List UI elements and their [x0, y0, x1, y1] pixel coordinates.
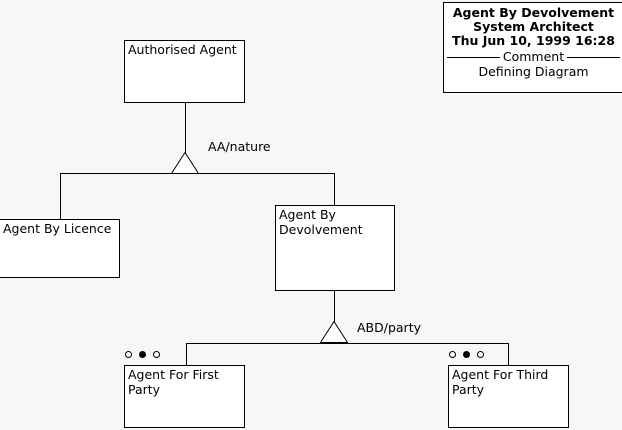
separator-rule-right — [567, 56, 620, 58]
node-agent-by-licence-label: Agent By Licence — [3, 221, 112, 236]
generalization-triangle-abd-party — [320, 321, 348, 343]
marker-filled-center-third-party — [463, 351, 470, 358]
edge-agent-by-devolvement-to-generalization — [334, 291, 335, 322]
edge-drop-agent-by-devolvement — [334, 173, 335, 205]
separator-caption: Comment — [502, 49, 565, 64]
node-agent-by-devolvement[interactable]: Agent By Devolvement — [275, 205, 395, 291]
node-authorised-agent[interactable]: Authorised Agent — [124, 40, 245, 103]
association-label-abd-party: ABD/party — [357, 320, 421, 335]
title-block-comment: Defining Diagram — [478, 64, 589, 79]
node-agent-for-third-party-label: Agent For Third Party — [452, 367, 549, 397]
marker-hollow-right-first-party — [153, 351, 160, 358]
title-block-subtitle: System Architect — [473, 19, 594, 34]
marker-row-first-party — [125, 351, 160, 358]
marker-hollow-left-first-party — [125, 351, 132, 358]
title-block-separator: Comment — [447, 50, 620, 64]
node-agent-by-devolvement-label: Agent By Devolvement — [279, 207, 363, 237]
marker-hollow-left-third-party — [449, 351, 456, 358]
marker-filled-center-first-party — [139, 351, 146, 358]
edge-spine-level-3 — [186, 343, 509, 344]
edge-authorised-agent-to-generalization — [185, 103, 186, 153]
node-authorised-agent-label: Authorised Agent — [128, 42, 237, 57]
node-agent-for-first-party-label: Agent For First Party — [128, 367, 219, 397]
association-label-aa-nature: AA/nature — [208, 139, 271, 154]
marker-hollow-right-third-party — [477, 351, 484, 358]
edge-drop-agent-by-licence — [60, 173, 61, 219]
node-agent-by-licence[interactable]: Agent By Licence — [0, 219, 120, 278]
separator-rule-left — [447, 56, 500, 58]
edge-drop-agent-for-first-party — [186, 343, 187, 366]
edge-drop-agent-for-third-party — [508, 343, 509, 366]
marker-row-third-party — [449, 351, 484, 358]
title-block: Agent By Devolvement System Architect Th… — [443, 2, 622, 93]
edge-spine-level-2 — [60, 173, 335, 174]
title-block-timestamp: Thu Jun 10, 1999 16:28 — [452, 33, 615, 48]
node-agent-for-third-party[interactable]: Agent For Third Party — [448, 365, 569, 428]
title-block-title: Agent By Devolvement — [452, 5, 615, 20]
generalization-triangle-aa-nature — [171, 152, 199, 174]
node-agent-for-first-party[interactable]: Agent For First Party — [124, 365, 245, 428]
